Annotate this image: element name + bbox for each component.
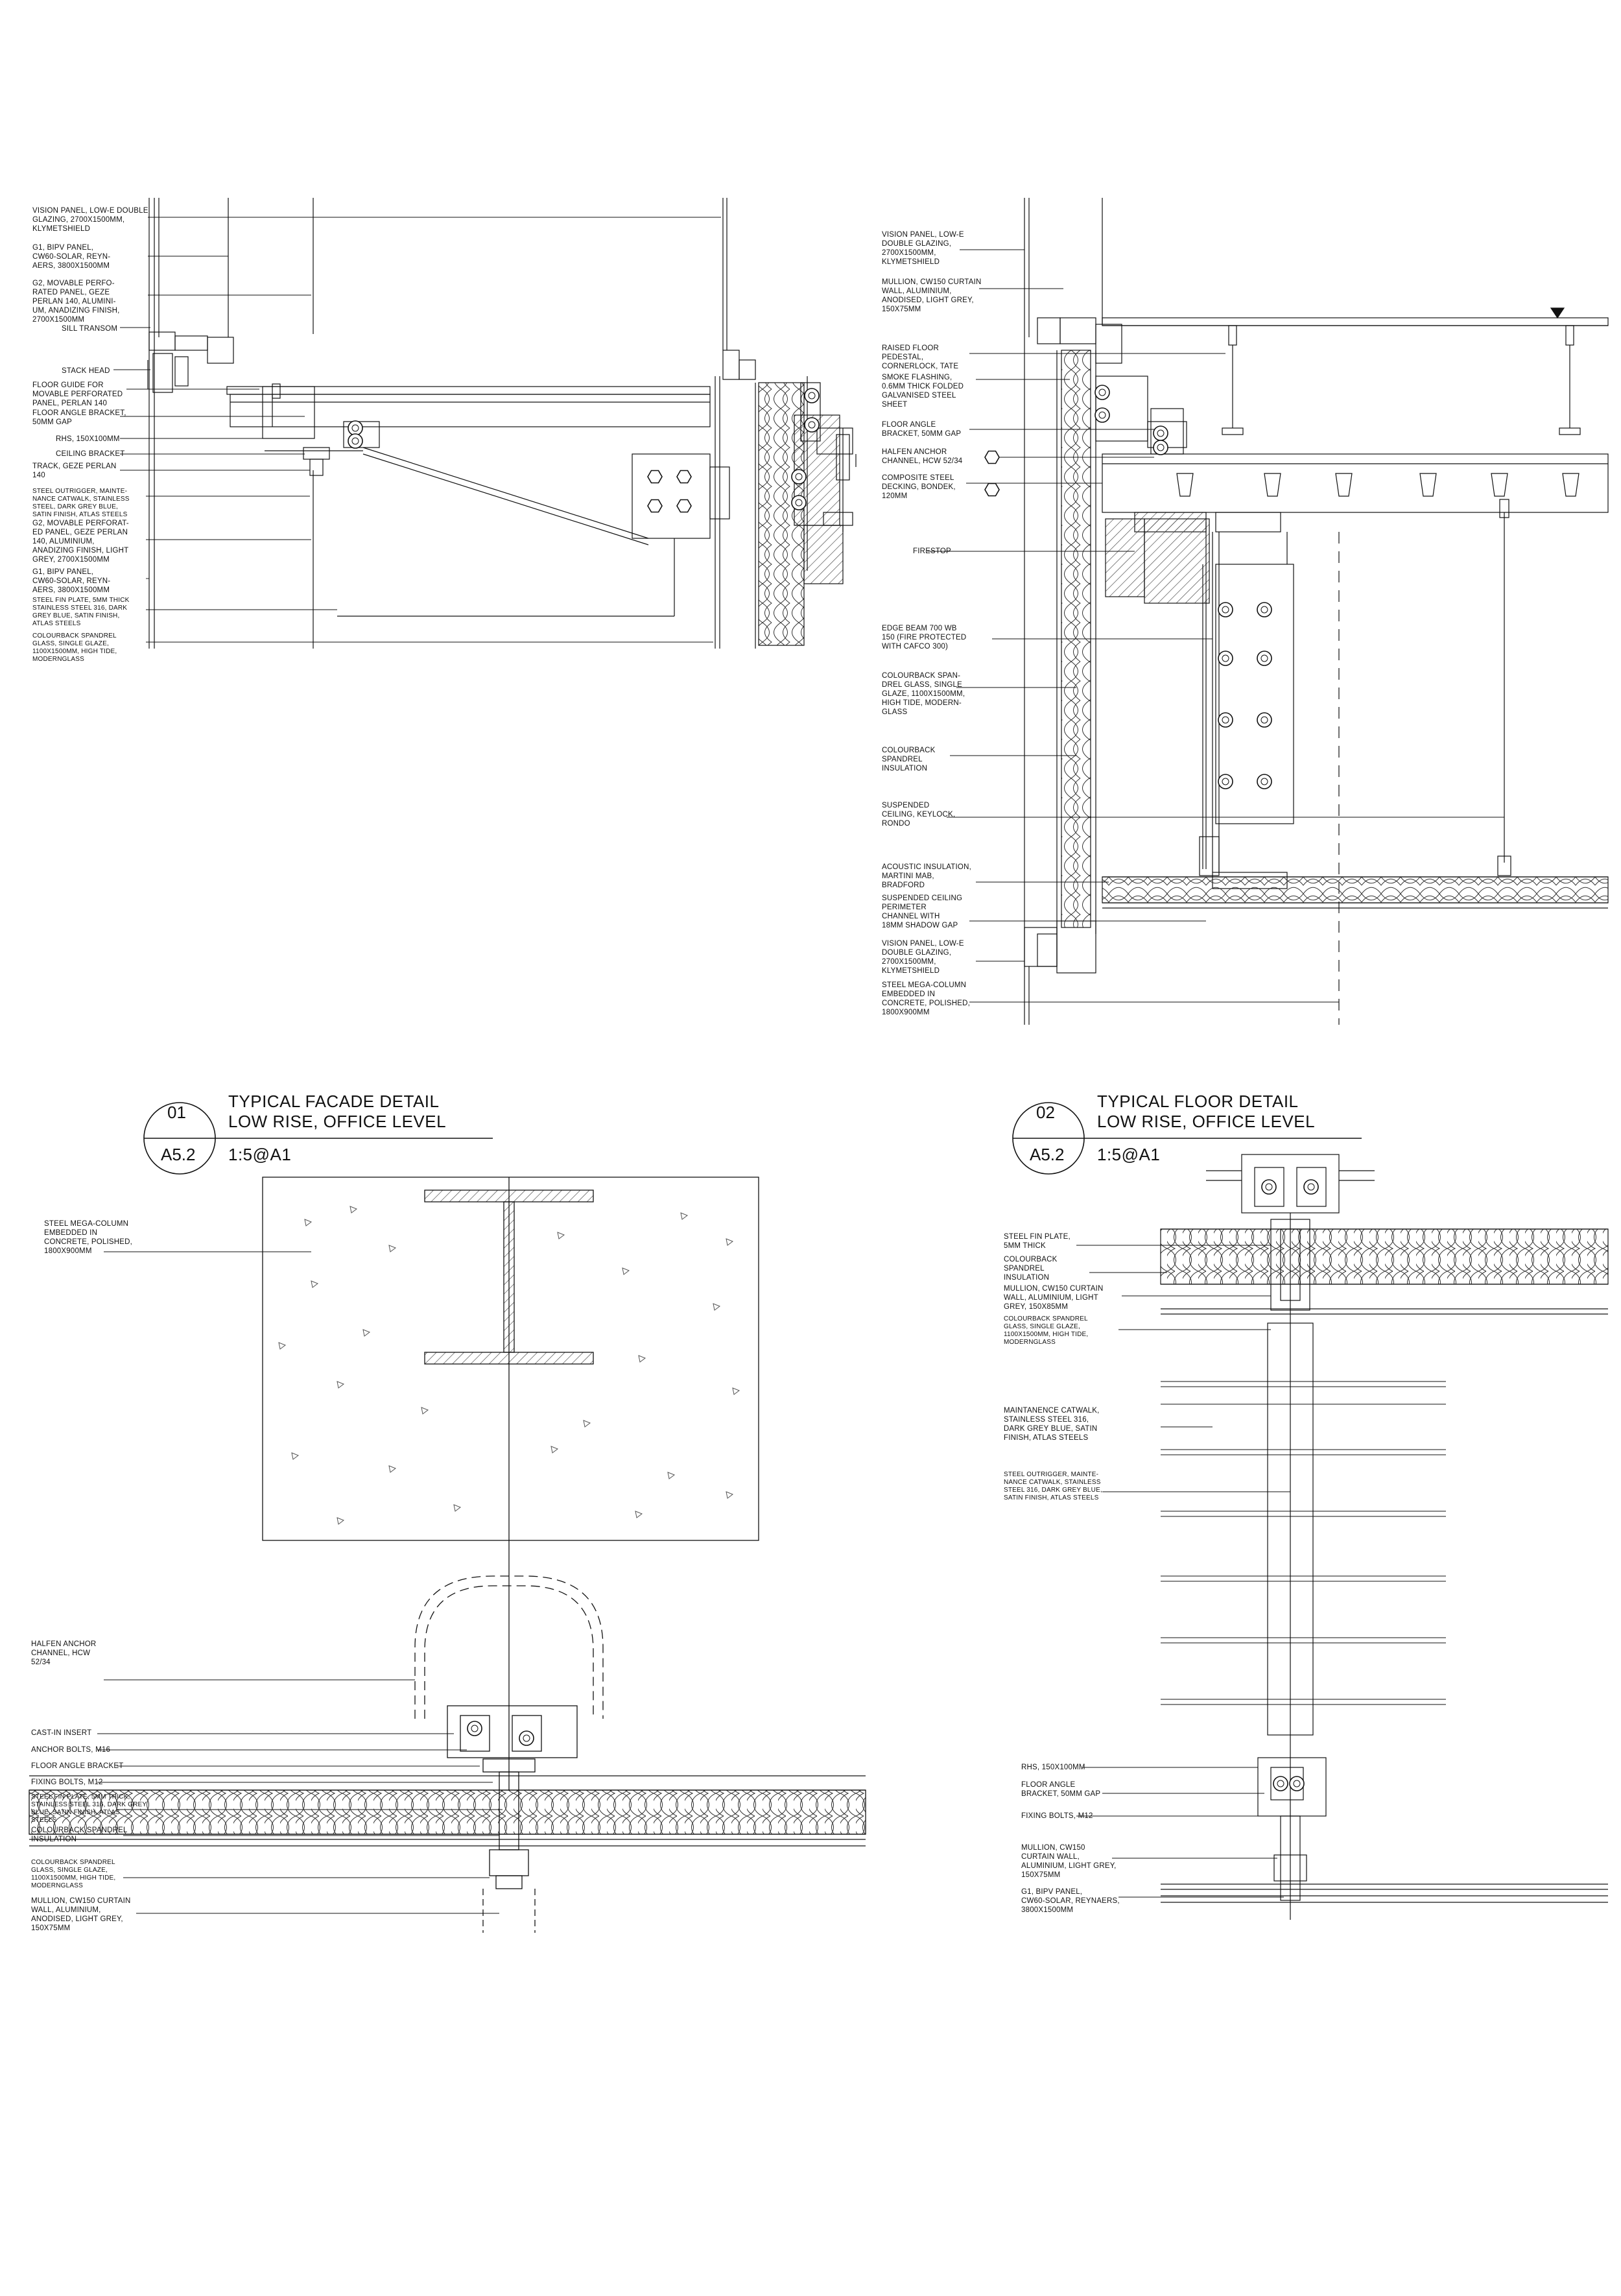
note: COMPOSITE STEEL DECKING, BONDEK, 120mm — [882, 474, 956, 500]
detail-title-01-line1: TYPICAL FACADE DETAIL — [228, 1092, 440, 1111]
note: COLOURBACK SPANDREL INSULATION — [882, 747, 936, 772]
note: FLOOR ANGLE BRACKET, 50mm GAP — [32, 409, 126, 426]
note: MULLION, CW150 CURTAIN WALL, ALUMINIUM, … — [1004, 1285, 1104, 1311]
note: G1, BIPV PANEL, CW60-SOLAR, REYN- AERS, … — [32, 568, 111, 594]
detail-scale-01: 1:5@A1 — [228, 1145, 292, 1164]
note: CEILING BRACKET — [56, 450, 125, 458]
note: COLOURBACK SPANDREL GLASS, SINGLE GLAZE,… — [31, 1859, 116, 1889]
note: MULLION, CW150 CURTAIN WALL, ALUMINIUM, … — [882, 278, 982, 313]
detail-title-02-line2: LOW RISE, OFFICE LEVEL — [1097, 1112, 1316, 1131]
note: STACK HEAD — [62, 367, 110, 375]
note: FIXING BOLTS, M12 — [31, 1778, 103, 1786]
note: FLOOR ANGLE BRACKET, 50mm GAP — [1021, 1781, 1101, 1798]
note: RHS, 150x100mm — [1021, 1764, 1085, 1771]
detail-title-02-line1: TYPICAL FLOOR DETAIL — [1097, 1092, 1299, 1111]
note: G1, BIPV PANEL, CW60-SOLAR, REYNAERS, 38… — [1021, 1888, 1120, 1914]
note: STEEL FIN PLATE, 5mm THICK STAINLESS STE… — [32, 597, 130, 627]
note: FIXING BOLTS, M12 — [1021, 1812, 1093, 1820]
note: ACOUSTIC INSULATION, MARTINI MAB, BRADFO… — [882, 863, 971, 889]
note: STEEL OUTRIGGER, MAINTE- NANCE CATWALK, … — [32, 488, 130, 518]
note: SILL TRANSOM — [62, 325, 118, 333]
note: COLOURBACK SPAN- DREL GLASS, SINGLE GLAZ… — [882, 672, 965, 716]
note: STEEL OUTRIGGER, MAINTE- NANCE CATWALK, … — [1004, 1471, 1102, 1501]
note: MULLION, CW150 CURTAIN WALL, ALUMINIUM, … — [31, 1897, 131, 1932]
note: FIRESTOP — [913, 547, 951, 555]
note: VISION PANEL, LOW-E DOUBLE GLAZING, 2700… — [32, 207, 148, 233]
note: CAST-IN INSERT — [31, 1729, 92, 1737]
note: SUSPENDED CEILING, KEYLOCK, RONDO — [882, 802, 956, 828]
note: FLOOR ANGLE BRACKET — [31, 1762, 124, 1770]
detail-number-01: 01 — [167, 1103, 186, 1122]
mullion-plan-detail — [1076, 1154, 1609, 1920]
title-block-01-graphics — [143, 1102, 493, 1175]
note: STEEL FIN PLATE, 5mm THICK, STAINLESS ST… — [31, 1793, 147, 1824]
note: VISION PANEL, LOW-E DOUBLE GLAZING, 2700… — [882, 231, 964, 266]
note: TRACK, GEZE PERLAN 140 — [32, 462, 117, 479]
facade-detail-bolts — [348, 388, 820, 513]
note: G2, MOVABLE PERFO- RATED PANEL, GEZE PER… — [32, 280, 120, 324]
title-block-02-graphics — [1012, 1102, 1362, 1175]
note: HALFEN ANCHOR CHANNEL, HCW 52/34 — [882, 448, 963, 465]
note: ANCHOR BOLTS, M16 — [31, 1746, 111, 1754]
note: FLOOR ANGLE BRACKET, 50mm GAP — [882, 421, 962, 438]
note: COLOURBACK SPANDREL INSULATION — [1004, 1256, 1058, 1282]
facade-detail-section — [113, 198, 857, 649]
detail-scale-02: 1:5@A1 — [1097, 1145, 1161, 1164]
sheet-reference-01: A5.2 — [161, 1145, 196, 1164]
note: MAINTANENCE CATWALK, STAINLESS STEEL 316… — [1004, 1407, 1100, 1442]
note: HALFEN ANCHOR CHANNEL, HCW 52/34 — [31, 1640, 97, 1666]
note: EDGE BEAM 700 WB 150 (FIRE PROTECTED WIT… — [882, 625, 967, 651]
detail-title-01-line2: LOW RISE, OFFICE LEVEL — [228, 1112, 447, 1131]
note: VISION PANEL, LOW-E DOUBLE GLAZING, 2700… — [882, 940, 964, 975]
sheet-reference-02: A5.2 — [1030, 1145, 1065, 1164]
detail-number-02: 02 — [1036, 1103, 1055, 1122]
note: COLOURBACK SPANDREL GLASS, SINGLE GLAZE,… — [32, 632, 117, 663]
note: FLOOR GUIDE FOR MOVABLE PERFORATED PANEL… — [32, 381, 123, 407]
note: SUSPENDED CEILING PERIMETER CHANNEL WITH… — [882, 894, 963, 929]
note: COLOURBACK SPANDREL INSULATION — [31, 1826, 128, 1843]
note: RAISED FLOOR PEDESTAL, CORNERLOCK, TATE — [882, 344, 959, 370]
note: STEEL MEGA-COLUMN EMBEDDED IN CONCRETE, … — [882, 981, 971, 1016]
column-plan-detail — [29, 1177, 866, 1933]
note: SMOKE FLASHING, 0.6mm THICK FOLDED GALVA… — [882, 374, 964, 409]
note: STEEL MEGA-COLUMN EMBEDDED IN CONCRETE, … — [44, 1220, 133, 1255]
note: G2, MOVABLE PERFORAT- ED PANEL, GEZE PER… — [32, 520, 129, 564]
note: RHS, 150x100mm — [56, 435, 120, 443]
note: STEEL FIN PLATE, 5mm THICK — [1004, 1233, 1071, 1250]
floor-edge-detail-section — [927, 198, 1609, 1025]
note: G1, BIPV PANEL, CW60-SOLAR, REYN- AERS, … — [32, 244, 111, 270]
note: COLOURBACK SPANDREL GLASS, SINGLE GLAZE,… — [1004, 1315, 1089, 1346]
note: MULLION, CW150 CURTAIN WALL, ALUMINIUM, … — [1021, 1844, 1117, 1879]
